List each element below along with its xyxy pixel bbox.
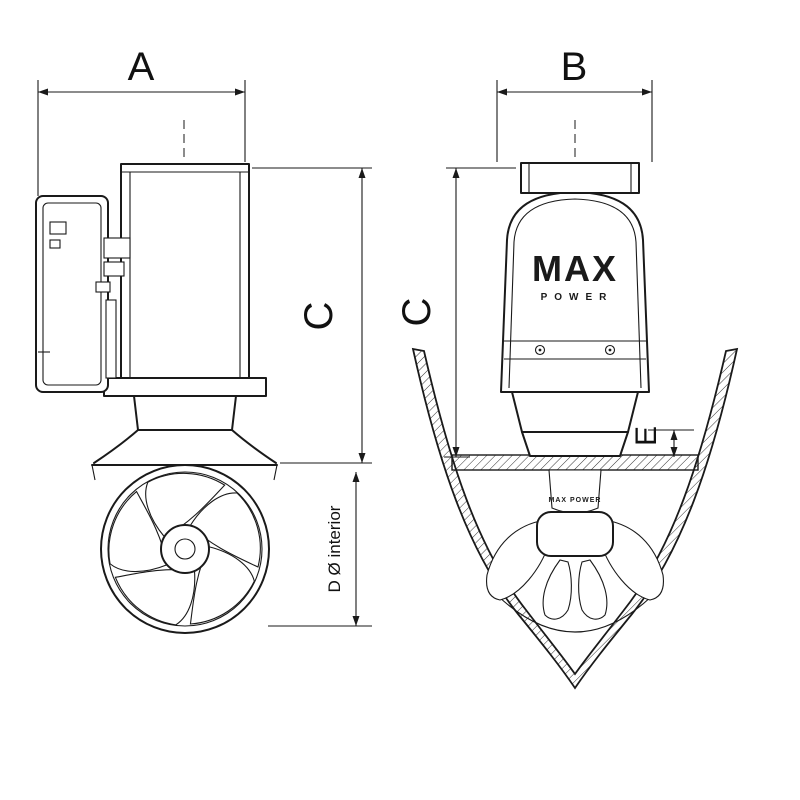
tunnel-propeller-front — [100, 464, 270, 634]
dimension-c-right: C — [395, 167, 516, 458]
leg-saddle — [93, 395, 277, 464]
dim-label-c-right: C — [395, 298, 439, 327]
dim-label-e: E — [630, 426, 663, 446]
dim-label-d: D Ø interior — [325, 505, 344, 592]
dimension-b: B — [496, 45, 653, 162]
propeller-blade-right — [600, 519, 664, 601]
thruster-neck — [511, 391, 639, 457]
tunnel-bottom-arc — [497, 595, 653, 633]
dim-label-a: A — [128, 45, 155, 89]
dimension-c-left: C — [252, 167, 372, 464]
gearbox — [548, 469, 602, 514]
hull-cross-section — [411, 347, 739, 690]
motor-cover: MAX POWER — [500, 191, 650, 393]
tunnel-tube-left-end — [91, 464, 96, 481]
left-view-side-elevation: A C D Ø interior — [35, 45, 372, 634]
brand-sub-label: POWER — [541, 292, 614, 303]
dimension-a: A — [37, 45, 246, 196]
tunnel-tube-right-end — [273, 464, 278, 481]
brand-small-label: MAX POWER — [549, 497, 602, 504]
propeller-blade-left — [486, 519, 550, 601]
tunnel-top-band — [451, 454, 699, 471]
motor-top-block — [520, 162, 640, 194]
dimension-d-interior: D Ø interior — [268, 472, 372, 627]
right-view-hull-section: MAX POWER MAX POWER — [395, 45, 739, 690]
propeller-hub-center — [174, 538, 196, 560]
propeller-hub-housing — [536, 511, 614, 557]
propeller-blade-lower-right — [578, 559, 608, 620]
brand-name-label: MAX — [532, 248, 618, 289]
dim-label-c-left: C — [297, 302, 341, 331]
motor-terminal-connector — [103, 237, 131, 259]
motor-body — [120, 163, 250, 379]
propeller-blade-lower-left — [542, 559, 572, 620]
propeller-blades — [108, 472, 261, 626]
mounting-flange — [103, 377, 267, 397]
control-box — [35, 195, 131, 393]
dimension-e: E — [630, 426, 694, 457]
support-bracket — [105, 299, 117, 379]
dim-label-b: B — [561, 45, 588, 89]
gearbox-propeller: MAX POWER — [486, 469, 664, 620]
